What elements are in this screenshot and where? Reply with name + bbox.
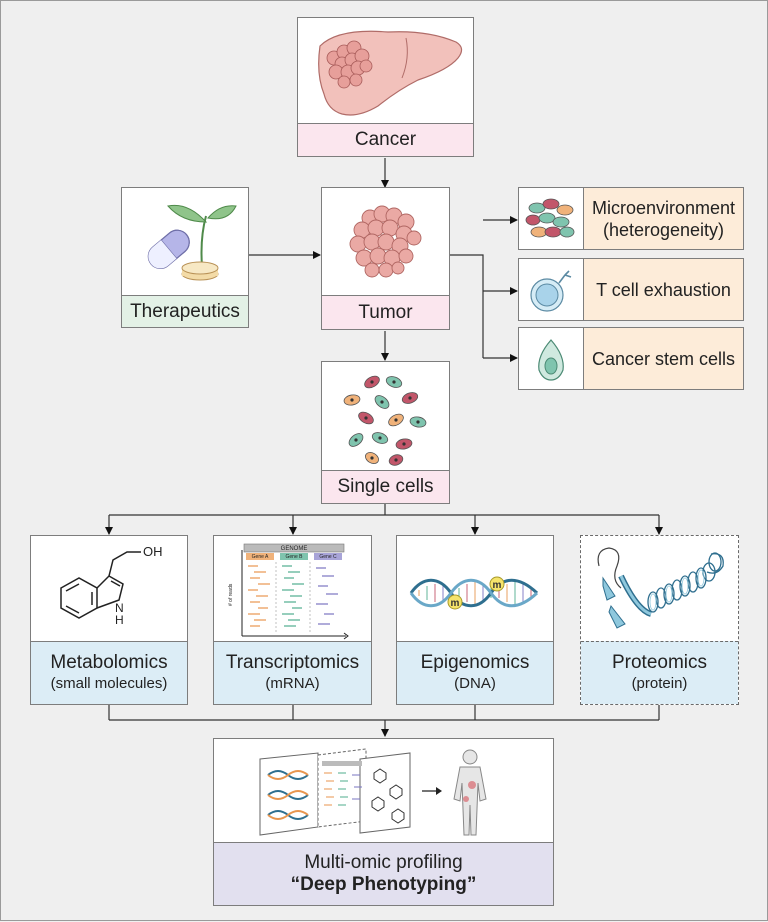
protein-structure-illustration bbox=[597, 547, 724, 629]
microenvironment-label: Microenvironment (heterogeneity) bbox=[583, 188, 743, 249]
methyl-mark-2: m bbox=[493, 580, 502, 591]
multiomic-illustration bbox=[259, 748, 487, 836]
tcell-label: T cell exhaustion bbox=[583, 259, 743, 320]
microenvironment-line2: (heterogeneity) bbox=[602, 219, 725, 240]
multiomic-line1: Multi-omic profiling bbox=[304, 852, 463, 873]
tumor-label: Tumor bbox=[322, 295, 449, 329]
indole-molecule-illustration: OH N H bbox=[60, 544, 163, 627]
microenvironment-line1: Microenvironment bbox=[591, 197, 736, 218]
oh-label: OH bbox=[143, 544, 163, 559]
tcell-icon bbox=[530, 270, 572, 312]
gene-c-label: Gene C bbox=[319, 554, 337, 560]
multiomic-label: Multi-omic profiling “Deep Phenotyping” bbox=[214, 842, 553, 905]
transcript-reads-chart: GENOME Gene A Gene B Gene C # of reads bbox=[228, 543, 349, 640]
proteomics-node: Proteomics (protein) bbox=[580, 535, 739, 705]
tumor-node: Tumor bbox=[321, 187, 450, 330]
proteomics-title: Proteomics bbox=[611, 652, 708, 673]
tumor-illustration bbox=[349, 205, 422, 278]
methyl-mark-1: m bbox=[451, 598, 460, 609]
epigenomics-node: m m Epigenomics (DNA) bbox=[396, 535, 554, 705]
stemcells-label: Cancer stem cells bbox=[583, 328, 743, 389]
transcriptomics-label: Transcriptomics (mRNA) bbox=[214, 641, 371, 704]
proteomics-label: Proteomics (protein) bbox=[581, 641, 738, 704]
stemcells-node: Cancer stem cells bbox=[518, 327, 744, 390]
transcriptomics-node: GENOME Gene A Gene B Gene C # of reads T… bbox=[213, 535, 372, 705]
cell-cluster-icon bbox=[525, 198, 575, 238]
tcell-node: T cell exhaustion bbox=[518, 258, 744, 321]
dna-helix-illustration: m m bbox=[409, 576, 539, 610]
line-omics-merge bbox=[108, 705, 660, 721]
metabolomics-node: OH N H Metabolomics (small molecules) bbox=[30, 535, 188, 705]
liver-illustration bbox=[318, 30, 463, 116]
therapeutics-label: Therapeutics bbox=[122, 295, 248, 327]
gene-a-label: Gene A bbox=[252, 554, 269, 560]
transcriptomics-title: Transcriptomics bbox=[225, 652, 360, 673]
nh-label: N bbox=[115, 601, 124, 615]
genome-label: GENOME bbox=[281, 546, 308, 552]
h-label: H bbox=[115, 613, 124, 627]
stem-cell-icon bbox=[538, 339, 564, 381]
pill-plant-illustration bbox=[147, 204, 237, 281]
epigenomics-title: Epigenomics bbox=[420, 652, 530, 673]
microenvironment-node: Microenvironment (heterogeneity) bbox=[518, 187, 744, 250]
cancer-node: Cancer bbox=[297, 17, 474, 157]
singlecells-node: Single cells bbox=[321, 361, 450, 504]
cancer-label: Cancer bbox=[298, 123, 473, 156]
transcriptomics-subtitle: (mRNA) bbox=[265, 675, 320, 692]
line-tumor-branch bbox=[450, 254, 484, 358]
metabolomics-subtitle: (small molecules) bbox=[50, 675, 168, 692]
multiomic-line2: “Deep Phenotyping” bbox=[290, 874, 477, 895]
epigenomics-subtitle: (DNA) bbox=[454, 675, 496, 692]
epigenomics-label: Epigenomics (DNA) bbox=[397, 641, 553, 704]
gene-b-label: Gene B bbox=[286, 554, 304, 560]
reads-axis-label: # of reads bbox=[228, 583, 234, 606]
proteomics-subtitle: (protein) bbox=[631, 675, 688, 692]
therapeutics-node: Therapeutics bbox=[121, 187, 249, 328]
single-cells-illustration bbox=[343, 375, 427, 466]
metabolomics-label: Metabolomics (small molecules) bbox=[31, 641, 187, 704]
multiomic-node: Multi-omic profiling “Deep Phenotyping” bbox=[213, 738, 554, 906]
singlecells-label: Single cells bbox=[322, 470, 449, 503]
line-singlecells-branch bbox=[109, 504, 659, 516]
metabolomics-title: Metabolomics bbox=[50, 652, 168, 673]
